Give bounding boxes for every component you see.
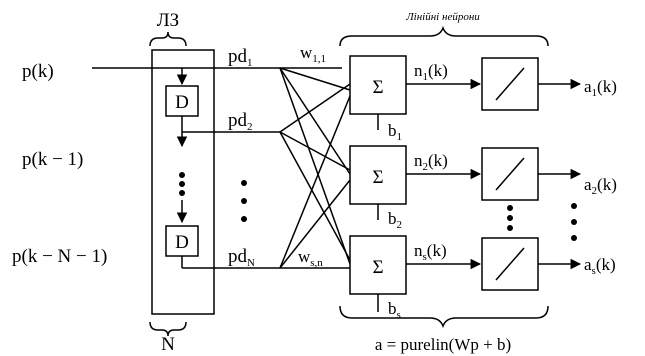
pd-1-label: pd1 <box>228 46 253 69</box>
delay-dot-3 <box>179 190 185 196</box>
a2-label: a2(k) <box>584 175 617 197</box>
pd-n-label: pdN <box>228 246 255 269</box>
ns-label: ns(k) <box>414 241 447 263</box>
purelin-s-icon <box>495 247 525 281</box>
delay-dot-1 <box>179 172 185 178</box>
bottom-right-brace <box>339 305 549 329</box>
delay-count-label: N <box>161 334 175 355</box>
n2-label: n2(k) <box>414 151 448 173</box>
weight-line <box>279 179 351 269</box>
formula-label: a = purelin(Wp + b) <box>375 335 511 354</box>
sum-s-label: Σ <box>372 257 383 278</box>
input-p-k: p(k) <box>22 61 54 82</box>
weight-line <box>279 67 351 175</box>
weight-line <box>279 83 351 133</box>
a1-label: a1(k) <box>584 77 617 99</box>
bottom-left-brace <box>149 321 187 337</box>
pd-2-label: pd2 <box>228 110 253 133</box>
output-dot-2 <box>571 219 577 225</box>
weight-line <box>279 67 351 91</box>
pd-dot-3 <box>241 216 247 222</box>
neuron-dot-2 <box>507 215 513 221</box>
neuron-dot-1 <box>507 205 513 211</box>
bias-1-label: b1 <box>388 121 402 143</box>
top-right-brace <box>339 25 549 47</box>
weight-line <box>279 131 351 261</box>
output-dot-1 <box>571 203 577 209</box>
weight-line <box>279 131 351 171</box>
pd-dot-1 <box>241 180 247 186</box>
linear-neurons-label: Лінійні нейрони <box>405 11 480 23</box>
pd-dot-2 <box>241 198 247 204</box>
output-dot-3 <box>571 235 577 241</box>
input-p-k-n-1: p(k − N − 1) <box>12 246 107 267</box>
sum-1-label: Σ <box>372 77 383 98</box>
purelin-2-icon <box>495 157 525 191</box>
weight-s-n-label: ws,n <box>298 247 323 269</box>
bias-2-label: b2 <box>388 209 402 231</box>
delay-box-n <box>165 225 199 257</box>
input-p-k-1: p(k − 1) <box>22 149 83 170</box>
bias-s-label: bs <box>388 299 401 321</box>
delay-dot-2 <box>179 181 185 187</box>
delay-box-1 <box>165 85 199 117</box>
as-label: as(k) <box>584 255 616 277</box>
top-left-brace <box>149 31 187 47</box>
n1-label: n1(k) <box>414 61 448 83</box>
sum-box-2 <box>349 145 407 205</box>
delay-box-1-label: D <box>175 92 189 113</box>
weight-connections <box>260 67 351 269</box>
neuron-dot-3 <box>507 225 513 231</box>
sum-2-label: Σ <box>372 167 383 188</box>
weight-line <box>279 95 351 269</box>
delay-box-n-label: D <box>175 232 189 253</box>
sum-box-1 <box>349 55 407 115</box>
sum-box-s <box>349 235 407 295</box>
weight-line <box>279 67 351 265</box>
delay-line-label: ЛЗ <box>157 10 179 31</box>
weight-1-1-label: w1,1 <box>300 43 326 65</box>
purelin-1-icon <box>495 67 525 101</box>
